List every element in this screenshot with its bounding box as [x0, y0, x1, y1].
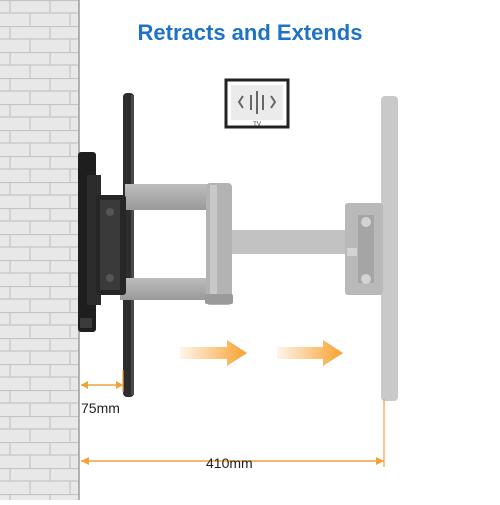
extended-position-ghost	[228, 96, 398, 401]
retracted-distance-label: 75mm	[81, 400, 120, 416]
page-title: Retracts and Extends	[137, 20, 363, 45]
extended-distance-label: 410mm	[206, 455, 253, 471]
tv-screen-icon: TV	[224, 78, 290, 129]
brick-wall-icon	[0, 0, 80, 500]
wall-mount-bracket	[78, 152, 126, 332]
arrow-right-icon	[277, 340, 343, 366]
tv-panel-retracted	[123, 93, 134, 397]
dimension-75mm	[81, 370, 124, 392]
arrow-right-icon	[180, 340, 247, 366]
articulating-arm-icon	[120, 183, 233, 305]
tv-caption: TV	[253, 122, 261, 128]
dimension-410mm	[81, 399, 385, 467]
